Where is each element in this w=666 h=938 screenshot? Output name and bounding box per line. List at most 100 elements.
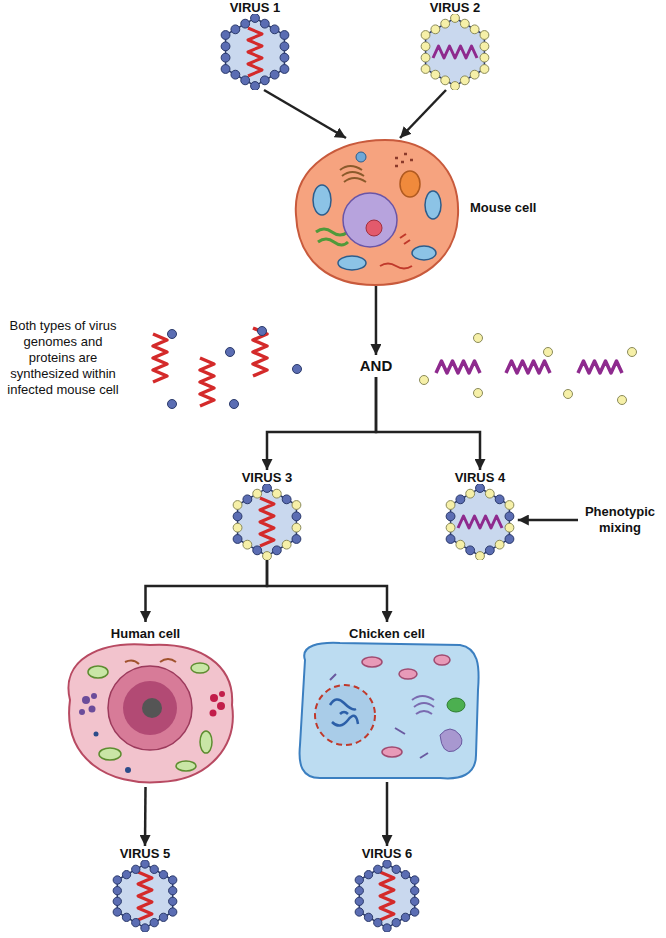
capsid-protein bbox=[374, 919, 382, 927]
capsid-protein bbox=[505, 535, 514, 544]
capsid-protein bbox=[282, 495, 291, 504]
virus-icon bbox=[410, 14, 500, 90]
capsid-protein bbox=[364, 871, 372, 879]
cell-node: Mouse cell bbox=[292, 138, 562, 286]
genome-strand bbox=[578, 361, 622, 373]
capsid-protein bbox=[270, 70, 279, 79]
capsid-protein bbox=[421, 65, 430, 74]
cell-label: Mouse cell bbox=[470, 200, 562, 215]
capsid-protein bbox=[401, 913, 409, 921]
capsid-protein bbox=[495, 540, 504, 549]
virus-label: VIRUS 1 bbox=[210, 0, 300, 15]
capsid-protein bbox=[243, 540, 252, 549]
capsid-protein bbox=[233, 523, 242, 532]
mouse-cell-drawing bbox=[356, 152, 366, 162]
capsid-protein bbox=[466, 489, 475, 498]
capsid-protein bbox=[441, 19, 450, 28]
note-label: Both types of virus genomes and proteins… bbox=[2, 318, 124, 398]
mouse-cell-drawing bbox=[366, 220, 382, 236]
capsid-protein bbox=[263, 552, 272, 560]
capsid-protein bbox=[272, 546, 281, 555]
capsid-outline bbox=[226, 18, 285, 86]
capsid-protein bbox=[169, 897, 177, 905]
capsid-protein bbox=[169, 887, 177, 895]
capsid-protein bbox=[421, 42, 430, 51]
capsid-protein bbox=[231, 25, 240, 34]
virus-label: VIRUS 5 bbox=[100, 846, 190, 861]
human-cell-drawing bbox=[68, 644, 232, 782]
capsid-protein bbox=[253, 546, 262, 555]
human-cell-drawing bbox=[210, 710, 217, 717]
capsid-protein bbox=[292, 535, 301, 544]
virus-node: VIRUS 4 bbox=[435, 470, 525, 560]
virus-node: VIRUS 1 bbox=[210, 0, 300, 90]
junction-label: AND bbox=[356, 355, 397, 377]
virus-node: VIRUS 3 bbox=[222, 470, 312, 560]
capsid-protein bbox=[392, 865, 400, 873]
capsid-protein bbox=[243, 495, 252, 504]
human-cell-drawing bbox=[82, 696, 90, 704]
capsid-protein bbox=[221, 31, 230, 40]
genome-strand bbox=[433, 46, 477, 58]
capsid-protein bbox=[141, 924, 149, 932]
capsid-protein bbox=[460, 76, 469, 85]
capsid-protein bbox=[169, 908, 177, 916]
capsid-protein bbox=[476, 484, 485, 492]
capsid-protein bbox=[141, 860, 149, 868]
human-cell-drawing bbox=[125, 767, 131, 773]
capsid-protein bbox=[466, 546, 475, 555]
genome-strand bbox=[458, 516, 502, 528]
human-cell-drawing bbox=[200, 731, 212, 753]
virus-label: VIRUS 4 bbox=[435, 470, 525, 485]
capsid-protein bbox=[292, 501, 301, 510]
capsid-protein bbox=[480, 42, 489, 51]
capsid-protein bbox=[113, 876, 121, 884]
genome-strand bbox=[436, 361, 480, 373]
genome-strand bbox=[260, 498, 274, 546]
human-cell-drawing bbox=[217, 702, 225, 710]
note-node: Phenotypic mixing bbox=[578, 504, 662, 536]
capsid-protein bbox=[364, 913, 372, 921]
virus-label: VIRUS 6 bbox=[342, 846, 432, 861]
virus-icon bbox=[210, 14, 300, 90]
human-cell-drawing bbox=[125, 659, 176, 664]
capsid-protein bbox=[470, 25, 479, 34]
human-cell-drawing bbox=[108, 666, 192, 750]
chicken-cell-drawing bbox=[315, 685, 375, 745]
capsid-protein bbox=[456, 540, 465, 549]
human-cell-drawing bbox=[88, 666, 108, 678]
capsid-protein bbox=[159, 913, 167, 921]
chicken-cell-drawing bbox=[434, 655, 450, 665]
cell-label: Human cell bbox=[53, 626, 238, 641]
virus-icon bbox=[100, 860, 190, 932]
protein-dot bbox=[474, 389, 483, 398]
capsid-protein bbox=[505, 512, 514, 521]
mouse-cell-drawing bbox=[395, 154, 413, 166]
capsid-protein bbox=[233, 535, 242, 544]
capsid-protein bbox=[150, 919, 158, 927]
chicken-cell-drawing bbox=[447, 698, 465, 712]
chicken-cell-drawing bbox=[362, 657, 382, 667]
capsid-protein bbox=[272, 489, 281, 498]
protein-dot bbox=[226, 348, 235, 357]
capsid-protein bbox=[150, 865, 158, 873]
capsid-protein bbox=[485, 546, 494, 555]
mouse-cell-drawing bbox=[425, 191, 441, 219]
protein-dot bbox=[258, 327, 267, 336]
flow-arrow bbox=[146, 560, 268, 622]
capsid-protein bbox=[221, 65, 230, 74]
capsid-protein bbox=[241, 76, 250, 85]
capsid-outline bbox=[451, 488, 510, 556]
flow-arrow bbox=[267, 560, 387, 622]
capsid-protein bbox=[460, 19, 469, 28]
capsid-protein bbox=[355, 876, 363, 884]
genome-strand bbox=[248, 28, 262, 76]
capsid-protein bbox=[446, 523, 455, 532]
capsid-protein bbox=[480, 65, 489, 74]
capsid-protein bbox=[355, 897, 363, 905]
capsid-protein bbox=[441, 76, 450, 85]
capsid-protein bbox=[485, 489, 494, 498]
virus-node: VIRUS 5 bbox=[100, 846, 190, 932]
capsid-protein bbox=[132, 865, 140, 873]
capsid-protein bbox=[374, 865, 382, 873]
